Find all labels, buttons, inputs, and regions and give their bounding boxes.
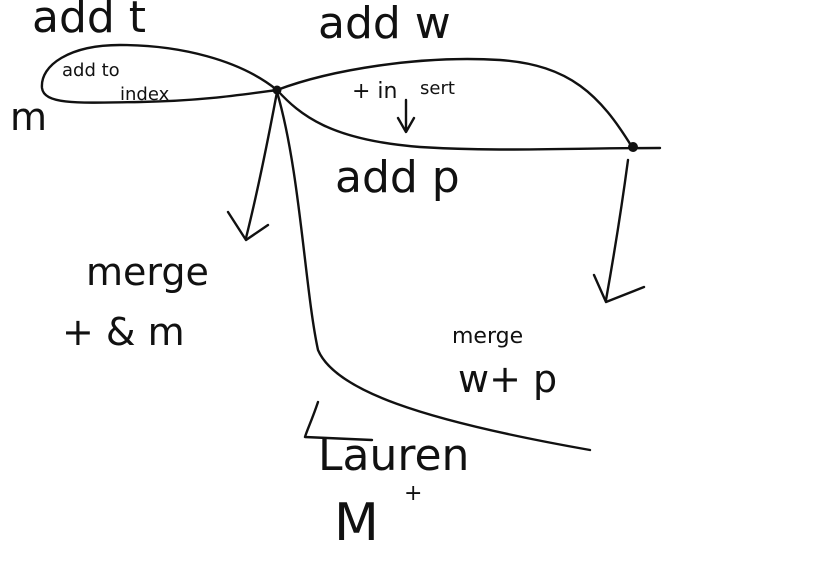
long-curve-edge: [275, 90, 592, 452]
label-add-t: add t: [32, 0, 146, 43]
arrowhead-merge-tm: [226, 210, 270, 242]
lower-edge: [275, 88, 662, 151]
label-merge-wp-1: merge: [452, 324, 523, 349]
label-add-p: add p: [335, 152, 460, 203]
label-add-w: add w: [318, 0, 451, 49]
signature-name: Lauren: [318, 430, 469, 481]
label-merge-tm-1: merge: [86, 250, 209, 294]
upper-arc-edge: [275, 57, 634, 149]
label-index: index: [120, 84, 170, 105]
arrowhead-merge-wp: [592, 273, 646, 304]
insert-down-mark: [396, 98, 416, 134]
label-m-left: m: [10, 95, 47, 139]
arrow-to-merge-tm: [244, 90, 279, 240]
label-insert-b: sert: [420, 78, 455, 99]
left-loop-edge: [40, 43, 279, 104]
center-node: [272, 85, 282, 95]
label-merge-wp-2: w+ p: [458, 357, 557, 401]
label-insert-a: + in: [352, 79, 397, 104]
signature-plus: +: [404, 481, 422, 506]
right-node: [628, 142, 638, 152]
label-merge-tm-2: + & m: [62, 310, 185, 354]
signature-hook: [303, 400, 374, 442]
signature-initials: M: [334, 493, 379, 553]
label-add-to: add to: [62, 60, 120, 81]
arrow-to-merge-wp: [604, 158, 630, 302]
